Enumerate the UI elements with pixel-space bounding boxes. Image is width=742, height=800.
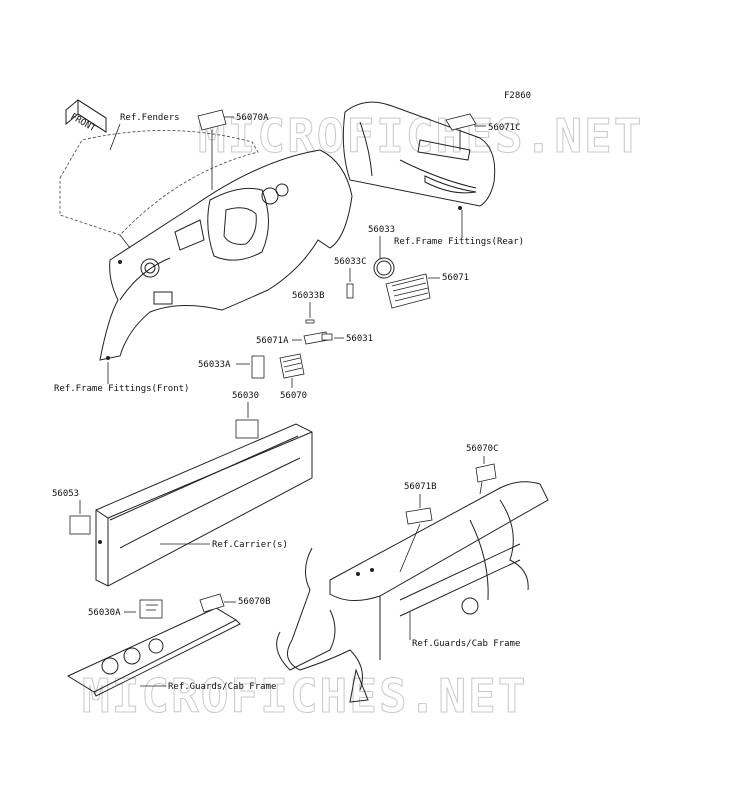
decal-56070: 56070	[279, 353, 307, 401]
label-56071: 56071	[442, 273, 469, 283]
label-56070A: 56070A	[236, 113, 269, 123]
part-56033A: 56033A	[198, 355, 265, 379]
label-ref-carrier: Ref.Carrier(s)	[212, 540, 288, 550]
decal-56030A: 56030A	[88, 599, 163, 619]
figure-code: F2860	[504, 91, 531, 101]
bottom-plate	[66, 607, 241, 697]
label-56053: 56053	[52, 489, 79, 499]
label-ref-guards-1: Ref.Guards/Cab Frame	[412, 639, 520, 649]
label-56033: 56033	[368, 225, 395, 235]
label-56071C: 56071C	[488, 123, 521, 133]
decal-56071A: 56071A	[256, 331, 329, 346]
label-56033B: 56033B	[292, 291, 325, 301]
watermark-top: MICROFICHES.NET	[198, 109, 643, 163]
rear-cover-panel	[342, 101, 496, 210]
label-ref-frame-rear: Ref.Frame Fittings(Rear)	[394, 237, 524, 247]
label-56071A: 56071A	[256, 336, 289, 346]
decal-56070C: 56070C	[466, 444, 499, 495]
decal-56030: 56030	[232, 391, 259, 439]
label-56033C: 56033C	[334, 257, 367, 267]
label-ref-guards-2: Ref.Guards/Cab Frame	[168, 682, 276, 692]
decal-56070A: 56070A	[197, 109, 269, 190]
watermark-bottom: MICROFICHES.NET	[82, 669, 527, 723]
label-ref-fenders: Ref.Fenders	[120, 113, 180, 123]
label-56071B: 56071B	[404, 482, 437, 492]
label-56030A: 56030A	[88, 608, 121, 618]
label-56070: 56070	[280, 391, 307, 401]
front-arrow-icon: FRONT	[65, 99, 107, 134]
decal-56071C: 56071C	[445, 113, 521, 150]
label-56031: 56031	[346, 334, 373, 344]
label-ref-frame-front: Ref.Frame Fittings(Front)	[54, 384, 189, 394]
part-56033B: 56033B	[292, 291, 325, 324]
front-arrow-label: FRONT	[69, 112, 98, 134]
fender-outline	[59, 130, 259, 249]
clamp-56033: 56033	[368, 225, 395, 279]
decal-56070B: 56070B	[199, 593, 271, 613]
label-56030: 56030	[232, 391, 259, 401]
label-56033A: 56033A	[198, 360, 231, 370]
decal-56071B: 56071B	[399, 482, 437, 573]
label-56070C: 56070C	[466, 444, 499, 454]
decal-56053: 56053	[52, 489, 91, 535]
dashboard-panel	[99, 149, 353, 361]
guard-frame	[276, 481, 549, 703]
part-56033C: 56033C	[334, 257, 367, 299]
carrier-bar	[95, 423, 313, 587]
decal-56071: 56071	[385, 273, 469, 309]
label-56070B: 56070B	[238, 597, 271, 607]
part-56031: 56031	[321, 333, 373, 344]
